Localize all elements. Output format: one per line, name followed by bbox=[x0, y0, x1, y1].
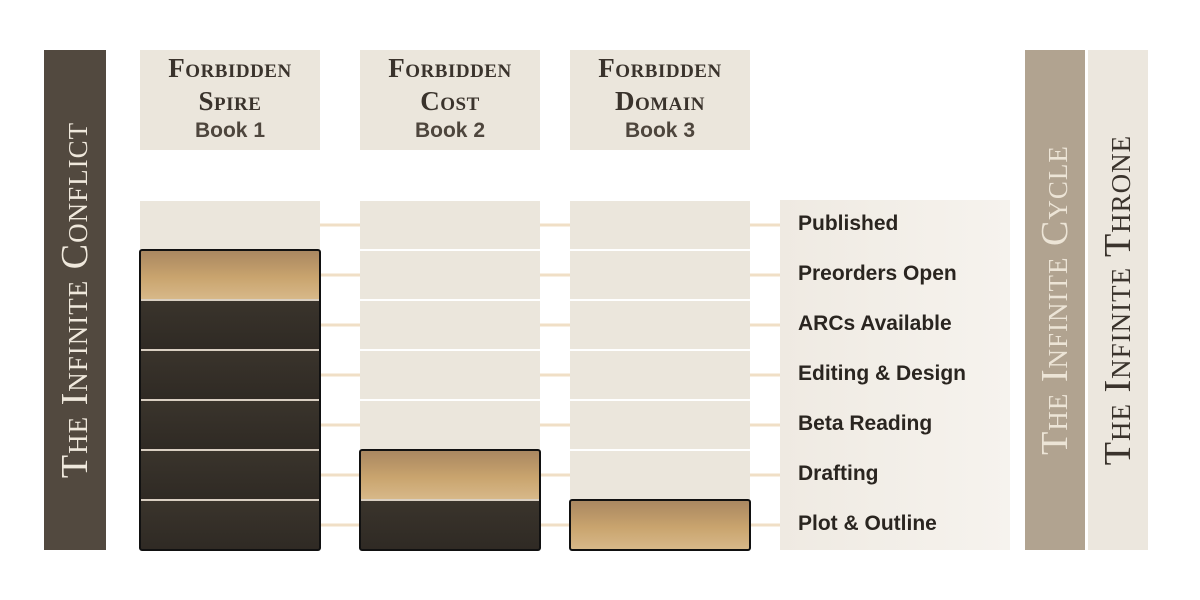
series-title-band: The Infinite Conflict bbox=[44, 50, 106, 550]
completed-stage-segment bbox=[140, 500, 320, 550]
stage-label: Plot & Outline bbox=[798, 512, 937, 535]
empty-stage-cell bbox=[360, 351, 540, 399]
empty-stage-cell bbox=[570, 351, 750, 399]
stage-label: Editing & Design bbox=[798, 362, 966, 385]
stage-label: ARCs Available bbox=[798, 312, 952, 335]
stage-label: Published bbox=[798, 212, 899, 235]
stage-label: Drafting bbox=[798, 462, 879, 485]
empty-stage-cell bbox=[570, 401, 750, 449]
empty-stage-cell bbox=[140, 201, 320, 249]
progress-bar-outline bbox=[569, 499, 751, 551]
book-3-title: Forbidden Domain bbox=[570, 52, 750, 118]
book-3-title-line-2: Domain bbox=[614, 86, 706, 116]
empty-stage-cell bbox=[570, 451, 750, 499]
book-1-subtitle: Book 1 bbox=[194, 119, 265, 142]
progress-bar-outline bbox=[359, 449, 541, 551]
empty-stage-cell bbox=[570, 201, 750, 249]
stage-label: Beta Reading bbox=[798, 412, 933, 435]
book-1-header: Forbidden Spire Book 1 bbox=[140, 50, 320, 150]
empty-stage-cell bbox=[360, 201, 540, 249]
completed-stage-segment bbox=[360, 500, 540, 550]
book-2-title-line-1: Forbidden bbox=[388, 53, 512, 83]
book-1-title: Forbidden Spire bbox=[140, 52, 320, 118]
book-3-header: Forbidden Domain Book 3 bbox=[570, 50, 750, 150]
empty-stage-cell bbox=[360, 401, 540, 449]
book-2-title-line-2: Cost bbox=[420, 86, 480, 116]
completed-stage-segment bbox=[140, 400, 320, 450]
progress-bar-outline bbox=[139, 249, 321, 551]
book-3-title-line-1: Forbidden bbox=[598, 53, 722, 83]
completed-stage-segment bbox=[140, 450, 320, 500]
empty-stage-cell bbox=[570, 301, 750, 349]
empty-stage-cell bbox=[360, 251, 540, 299]
book-1-title-line-1: Forbidden bbox=[168, 53, 292, 83]
cycle-title-band: The Infinite Cycle bbox=[1025, 50, 1085, 550]
book-2-title: Forbidden Cost bbox=[360, 52, 540, 118]
book-2-subtitle: Book 2 bbox=[414, 119, 485, 142]
throne-title-band: The Infinite Throne bbox=[1088, 50, 1148, 550]
empty-stage-cell bbox=[360, 301, 540, 349]
stage-label-panel bbox=[780, 200, 1010, 550]
current-stage-segment bbox=[570, 500, 750, 550]
book-1-title-line-2: Spire bbox=[198, 86, 262, 116]
book-2-header: Forbidden Cost Book 2 bbox=[360, 50, 540, 150]
completed-stage-segment bbox=[140, 350, 320, 400]
current-stage-segment bbox=[140, 250, 320, 300]
book-3-subtitle: Book 3 bbox=[624, 119, 695, 142]
empty-stage-cell bbox=[570, 251, 750, 299]
completed-stage-segment bbox=[140, 300, 320, 350]
stage-label: Preorders Open bbox=[798, 262, 957, 285]
current-stage-segment bbox=[360, 450, 540, 500]
